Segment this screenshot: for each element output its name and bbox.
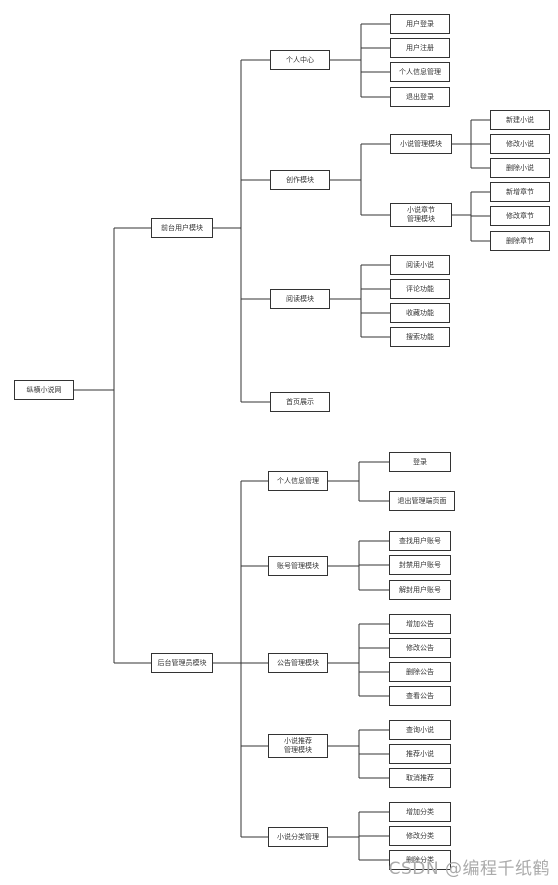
leaf-admin-login: 登录 (389, 452, 451, 472)
leaf-logout: 退出登录 (390, 87, 450, 107)
leaf-ban-account: 封禁用户账号 (389, 555, 451, 575)
leaf-read-novel: 阅读小说 (390, 255, 450, 275)
leaf-unban-account: 解封用户账号 (389, 580, 451, 600)
leaf-delete-chapter: 删除章节 (490, 231, 550, 251)
leaf-edit-chapter: 修改章节 (490, 206, 550, 226)
root-node: 纵横小说网 (14, 380, 74, 400)
leaf-edit-category: 修改分类 (389, 826, 451, 846)
leaf-new-novel: 新建小说 (490, 110, 550, 130)
leaf-favorite: 收藏功能 (390, 303, 450, 323)
leaf-query-novel: 查询小说 (389, 720, 451, 740)
leaf-personal-info: 个人信息管理 (390, 62, 450, 82)
personal-center: 个人中心 (270, 50, 330, 70)
category-management: 小说分类管理 (268, 827, 328, 847)
novel-management-module: 小说管理模块 (390, 134, 452, 154)
leaf-cancel-recommend: 取消推荐 (389, 768, 451, 788)
chapter-management-module: 小说章节 管理模块 (390, 203, 452, 227)
leaf-edit-novel: 修改小说 (490, 134, 550, 154)
leaf-user-register: 用户注册 (390, 38, 450, 58)
admin-module: 后台管理员模块 (151, 653, 213, 673)
leaf-edit-announcement: 修改公告 (389, 638, 451, 658)
leaf-user-login: 用户登录 (390, 14, 450, 34)
account-management-module: 账号管理模块 (268, 556, 328, 576)
leaf-exit-admin-page: 退出管理端页面 (389, 491, 455, 511)
watermark: CSDN @编程千纸鹤 (388, 859, 550, 879)
leaf-delete-novel: 删除小说 (490, 158, 550, 178)
leaf-add-category: 增加分类 (389, 802, 451, 822)
writing-module: 创作模块 (270, 170, 330, 190)
leaf-delete-announcement: 删除公告 (389, 662, 451, 682)
leaf-comment: 评论功能 (390, 279, 450, 299)
front-user-module: 前台用户模块 (151, 218, 213, 238)
leaf-add-announcement: 增加公告 (389, 614, 451, 634)
announcement-management-module: 公告管理模块 (268, 653, 328, 673)
recommendation-management-module: 小说推荐 管理模块 (268, 734, 328, 758)
leaf-new-chapter: 新增章节 (490, 182, 550, 202)
admin-personal-info: 个人信息管理 (268, 471, 328, 491)
leaf-recommend-novel: 推荐小说 (389, 744, 451, 764)
reading-module: 阅读模块 (270, 289, 330, 309)
leaf-search: 搜索功能 (390, 327, 450, 347)
leaf-find-account: 查找用户账号 (389, 531, 451, 551)
leaf-view-announcement: 查看公告 (389, 686, 451, 706)
leaf-delete-category: 删除分类 (389, 850, 451, 870)
homepage-display: 首页展示 (270, 392, 330, 412)
